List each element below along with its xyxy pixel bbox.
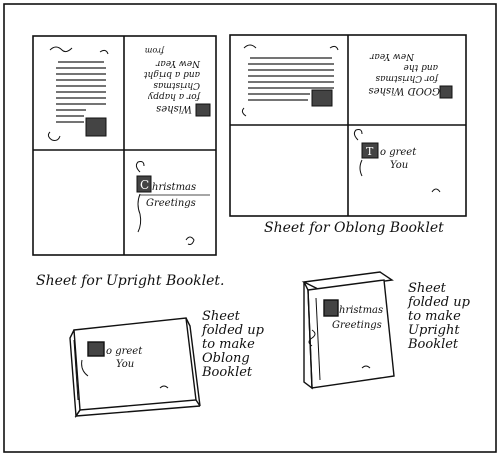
christmas-greetings-panel: C hristmas Greetings (135, 161, 210, 245)
svg-text:You: You (116, 359, 134, 370)
christmas-text: Christmas (153, 80, 200, 90)
greetings-word: Greetings (146, 198, 196, 209)
folded-upright-booklet: hristmas Greetings (301, 271, 395, 390)
new-year-text: New Year (155, 58, 201, 68)
christmas-initial: C (140, 178, 149, 192)
greet-word: o greet (380, 147, 417, 158)
wishes-text: Wishes (156, 103, 192, 114)
for-a-happy-text: for a happy (147, 91, 201, 101)
svg-text:Greetings: Greetings (332, 320, 382, 331)
svg-text:o greet: o greet (106, 346, 143, 357)
greet-initial: T (366, 145, 374, 158)
christmas-word: hristmas (152, 182, 196, 193)
outer-frame (3, 3, 497, 453)
from-text: from (144, 46, 165, 55)
upright-initial-box (85, 117, 107, 137)
upright-sheet: Wishes for a happy Christmas and a brigh… (32, 35, 217, 256)
folded-oblong-booklet: o greet You (69, 317, 201, 419)
oblong-sheet: GOOD Wishes for Christmas and the New Ye… (229, 34, 467, 217)
upright-inverted-greeting: Wishes for a happy Christmas and a brigh… (143, 46, 211, 117)
svg-text:and the: and the (403, 62, 438, 72)
upright-text-lines (56, 61, 106, 123)
oblong-inverted-greeting: GOOD Wishes for Christmas and the New Ye… (368, 51, 453, 99)
svg-text:for Christmas: for Christmas (375, 73, 439, 83)
svg-text:GOOD Wishes: GOOD Wishes (368, 85, 440, 96)
you-word: You (390, 160, 408, 171)
caption-upright-sheet: Sheet for Upright Booklet. (36, 273, 225, 289)
svg-text:hristmas: hristmas (339, 305, 383, 316)
to-greet-you-panel: T o greet You (353, 129, 441, 193)
svg-text:New Year: New Year (369, 51, 415, 61)
caption-oblong-folded: Sheet folded up to make Oblong Booklet (202, 309, 264, 380)
and-a-bright-text: and a bright (143, 69, 200, 79)
caption-upright-folded: Sheet folded up to make Upright Booklet (408, 281, 470, 352)
caption-oblong-sheet: Sheet for Oblong Booklet (264, 220, 444, 236)
oblong-text-lines (248, 57, 334, 101)
oblong-initial-box (311, 89, 333, 107)
